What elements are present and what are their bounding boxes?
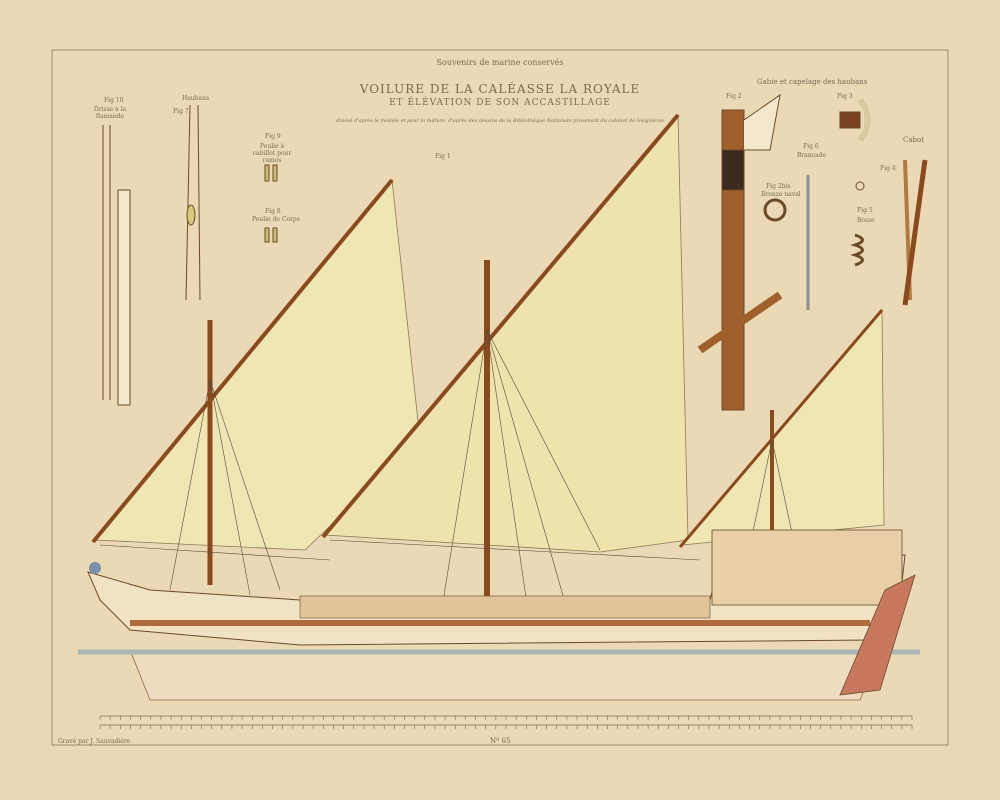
underwater-hull (129, 649, 881, 701)
main-yard (321, 113, 680, 539)
plate-title: VOILURE DE LA CALÉASSE LA ROYALE (359, 82, 641, 96)
cabot-title: Cabot (903, 136, 925, 144)
fig4-label: Fig 4 (880, 165, 896, 172)
hull-stripe (130, 620, 870, 626)
figurehead (89, 562, 101, 574)
engraver-credit: Gravé par J. Sauvadière (58, 738, 131, 745)
fig5-title: Bosse (857, 217, 875, 224)
plate-border (51, 49, 949, 746)
series-title: Souvenirs de marine conservés (436, 58, 564, 67)
plate-note: dressé d'après le modèle et pour la mâtu… (335, 118, 665, 124)
fig1-label: Fig 1 (435, 153, 451, 160)
fig8-title: Poulie de Corps (252, 216, 300, 223)
fig6-title: Brancade (797, 152, 827, 159)
fig8-label: Fig 8 (265, 208, 281, 215)
fig5-label: Fig 5 (857, 207, 873, 214)
fig7-title: Haubans (182, 95, 210, 102)
fig2bis-title: Bronze naval (761, 191, 801, 198)
gallery-band (299, 595, 711, 619)
fig9-label: Fig 9 (265, 133, 281, 140)
mizzen-yard (678, 309, 884, 548)
fig7-label: Fig 7 (173, 108, 189, 115)
fig2-label: Fig 2 (726, 93, 742, 100)
fig6-label: Fig 6 (803, 143, 819, 150)
scale-ticks (99, 716, 913, 729)
detail-figures (102, 93, 928, 411)
hunes-title: Gabie et capelage des haubans (757, 78, 868, 86)
stern-castle (711, 529, 903, 606)
rudder (839, 574, 916, 696)
fig10-title: Drisse à la flamande (93, 106, 127, 120)
plate-subtitle: ET ÉLÉVATION DE SON ACCASTILLAGE (389, 98, 611, 108)
fig10-label: Fig 10 (104, 97, 124, 104)
fore-yard (91, 178, 394, 544)
fig2bis-label: Fig 2bis (766, 183, 791, 190)
fig3-label: Fig 3 (837, 93, 853, 100)
fig9-title: Poulie à cabillot pour rames (252, 143, 292, 164)
plate-number: Nº 65 (490, 737, 511, 745)
